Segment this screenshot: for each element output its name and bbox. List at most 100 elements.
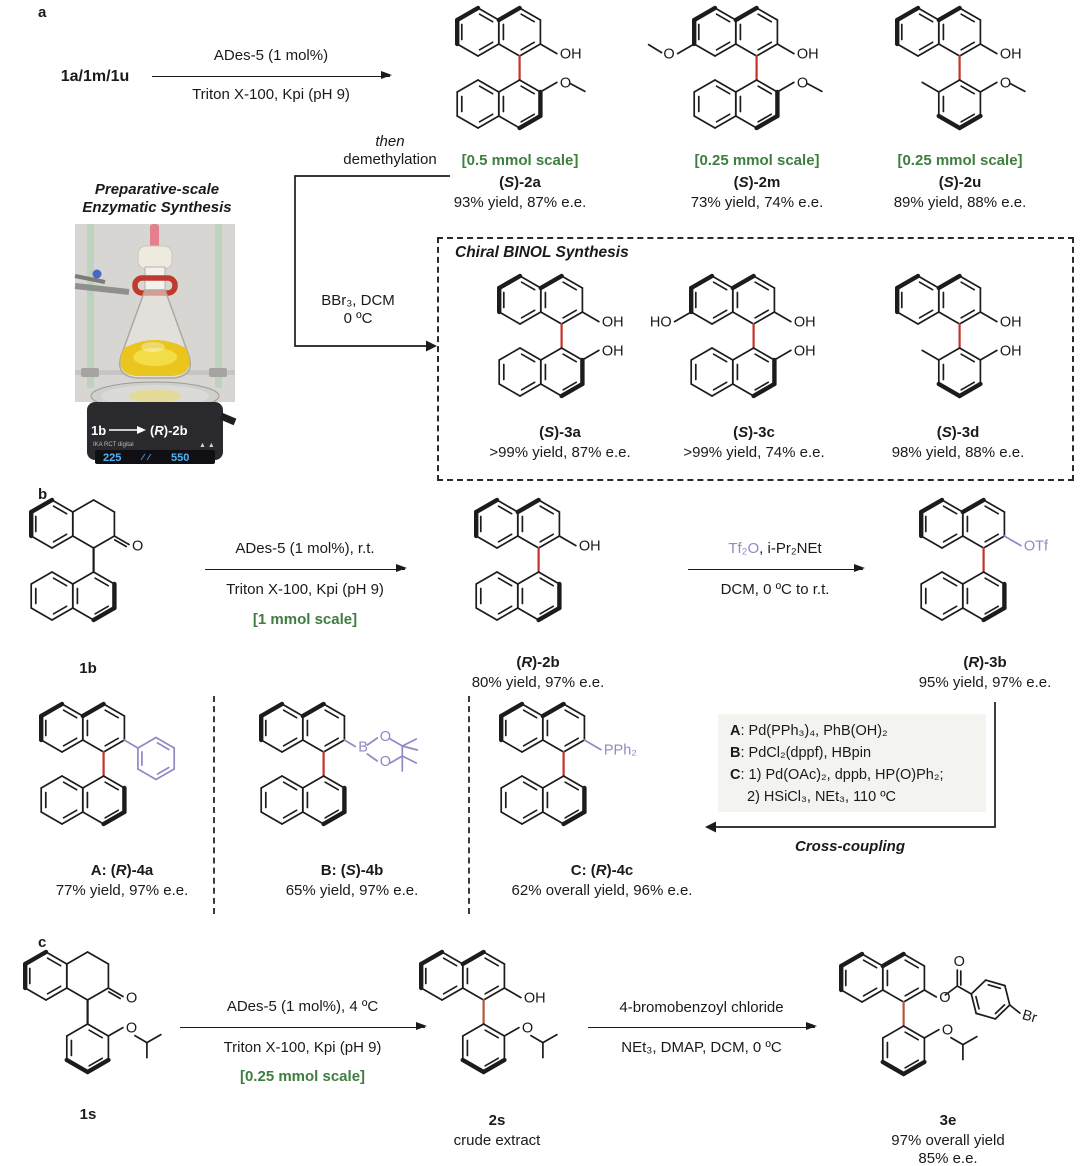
product-r2b-result: 80% yield, 97% e.e. bbox=[471, 674, 605, 691]
reaction-arrow-c2 bbox=[588, 1021, 817, 1030]
conditions-a-top: ADes-5 (1 mol%) bbox=[213, 47, 329, 64]
conditions-b1-bottom: Triton X-100, Kpi (pH 9) bbox=[226, 581, 384, 598]
photo-title-line2: Enzymatic Synthesis bbox=[82, 199, 232, 216]
result-s3d: 98% yield, 88% e.e. bbox=[891, 444, 1025, 461]
product-3e-result1: 97% overall yield bbox=[891, 1132, 1005, 1149]
svg-text:OH: OH bbox=[794, 343, 816, 359]
condition-b-line: B: PdCl₂(dppf), HBpin bbox=[730, 742, 986, 764]
scale-s2m: [0.25 mmol scale] bbox=[694, 152, 820, 169]
structure-r3b: OTf bbox=[919, 497, 1049, 623]
structure-s2a: OHO bbox=[455, 5, 586, 131]
structure-r2b: OH bbox=[474, 497, 601, 623]
svg-text:O: O bbox=[380, 729, 391, 745]
product-divider-1 bbox=[213, 696, 215, 914]
scale-s2a: [0.5 mmol scale] bbox=[461, 152, 579, 169]
photo-title-line1: Preparative-scale bbox=[94, 181, 220, 198]
svg-text:OH: OH bbox=[1000, 343, 1022, 359]
svg-text:HO: HO bbox=[650, 315, 672, 331]
svg-text:OH: OH bbox=[1000, 315, 1022, 331]
condition-c-key: C bbox=[730, 767, 741, 783]
condition-a-line: A: Pd(PPh₃)₄, PhB(OH)₂ bbox=[730, 720, 986, 742]
reaction-arrow-b1 bbox=[205, 563, 407, 572]
svg-text:▲ ▲: ▲ ▲ bbox=[199, 442, 215, 449]
structure-b1b: O bbox=[29, 497, 143, 623]
svg-text:O: O bbox=[663, 47, 674, 63]
structure-b4b: BOO bbox=[259, 701, 419, 827]
name-s2u: (S)-2u bbox=[938, 174, 982, 191]
elbow-connector-b bbox=[705, 702, 996, 833]
name-s3d: (S)-3d bbox=[936, 424, 980, 441]
preparative-scale-photo: 1b (R)-2b IKA RCT digital ▲ ▲ 225 550 bbox=[74, 224, 237, 464]
svg-text:OH: OH bbox=[797, 47, 819, 63]
condition-c-text: : 1) Pd(OAc)₂, dppb, HP(O)Ph₂; bbox=[740, 767, 944, 783]
result-b4b: 65% yield, 97% e.e. bbox=[285, 882, 419, 899]
structure-c1s: OO bbox=[23, 949, 162, 1075]
svg-text:OH: OH bbox=[524, 991, 546, 1007]
name-s3c: (S)-3c bbox=[733, 424, 775, 441]
name-c4c: C: (R)-4c bbox=[570, 862, 634, 879]
svg-text:(R)-2b: (R)-2b bbox=[150, 423, 188, 438]
svg-text:O: O bbox=[126, 991, 137, 1007]
substrate-1s-label: 1s bbox=[79, 1106, 97, 1123]
name-s3a: (S)-3a bbox=[539, 424, 581, 441]
svg-text:O: O bbox=[380, 754, 391, 770]
panel-b-label: b bbox=[38, 486, 48, 503]
cross-coupling-conditions-box: A: Pd(PPh₃)₄, PhB(OH)₂ B: PdCl₂(dppf), H… bbox=[718, 714, 986, 812]
svg-text:B: B bbox=[358, 740, 368, 756]
svg-text:OTf: OTf bbox=[1024, 539, 1049, 555]
result-a4a: 77% yield, 97% e.e. bbox=[55, 882, 189, 899]
bbr3-conditions-line2: 0 ºC bbox=[343, 310, 373, 327]
svg-text:OH: OH bbox=[602, 343, 624, 359]
name-a4a: A: (R)-4a bbox=[90, 862, 154, 879]
tf2o-reagent: Tf₂O bbox=[728, 540, 760, 557]
conditions-c1-top: ADes-5 (1 mol%), 4 ºC bbox=[226, 998, 379, 1015]
b2-top-rest: , i-Pr₂NEt bbox=[759, 540, 822, 557]
svg-text:O: O bbox=[797, 75, 808, 91]
demethylation-label: demethylation bbox=[343, 151, 437, 168]
product-2s-label: 2s bbox=[488, 1112, 506, 1129]
chiral-binol-box bbox=[437, 237, 1074, 481]
condition-c-line2: 2) HSiCl₃, NEt₃, 110 ºC bbox=[747, 789, 896, 805]
product-divider-2 bbox=[468, 696, 470, 914]
svg-text:O: O bbox=[942, 1023, 953, 1039]
svg-text:O: O bbox=[132, 539, 143, 555]
scale-label-c1: [0.25 mmol scale] bbox=[239, 1068, 366, 1085]
name-s2m: (S)-2m bbox=[733, 174, 781, 191]
svg-text:IKA RCT digital: IKA RCT digital bbox=[93, 442, 134, 448]
condition-a-key: A bbox=[730, 723, 741, 739]
bbr3-conditions-line1: BBr₃, DCM bbox=[321, 292, 395, 309]
svg-text:O: O bbox=[1000, 75, 1011, 91]
conditions-a-bottom: Triton X-100, Kpi (pH 9) bbox=[192, 86, 350, 103]
substrate-1b-label: 1b bbox=[79, 660, 97, 677]
svg-text:O: O bbox=[126, 1021, 137, 1037]
svg-text:PPh₂: PPh₂ bbox=[604, 743, 637, 759]
condition-c-line1: C: 1) Pd(OAc)₂, dppb, HP(O)Ph₂; bbox=[730, 764, 986, 786]
chiral-binol-box-title: Chiral BINOL Synthesis bbox=[455, 244, 629, 261]
structure-c4c: PPh₂ bbox=[499, 701, 637, 827]
reaction-arrow-b2 bbox=[688, 563, 865, 572]
panel-c-label: c bbox=[38, 934, 47, 951]
elbow-connector-a bbox=[294, 175, 450, 352]
conditions-b1-top: ADes-5 (1 mol%), r.t. bbox=[235, 540, 375, 557]
reaction-arrow-a bbox=[152, 70, 392, 79]
reaction-arrow-c1 bbox=[180, 1021, 427, 1030]
svg-text:O: O bbox=[954, 954, 965, 970]
svg-text:OH: OH bbox=[579, 539, 601, 555]
svg-text:Br: Br bbox=[1020, 1007, 1039, 1026]
conditions-c1-bottom: Triton X-100, Kpi (pH 9) bbox=[223, 1039, 382, 1056]
product-3e-label: 3e bbox=[939, 1112, 957, 1129]
condition-a-text: : Pd(PPh₃)₄, PhB(OH)₂ bbox=[740, 723, 888, 739]
svg-text:O: O bbox=[939, 990, 950, 1006]
structure-s3d: OH OH bbox=[895, 273, 1022, 399]
structure-s2u: OHO bbox=[895, 5, 1026, 131]
conditions-c2-top: 4-bromobenzoyl chloride bbox=[619, 999, 784, 1016]
result-s2m: 73% yield, 74% e.e. bbox=[690, 194, 824, 211]
reactant-label: 1a/1m/1u bbox=[60, 68, 130, 85]
result-c4c: 62% overall yield, 96% e.e. bbox=[511, 882, 693, 899]
svg-text:O: O bbox=[560, 75, 571, 91]
conditions-c2-bottom: NEt₃, DMAP, DCM, 0 ºC bbox=[621, 1039, 782, 1056]
scale-label-b1: [1 mmol scale] bbox=[252, 611, 358, 628]
